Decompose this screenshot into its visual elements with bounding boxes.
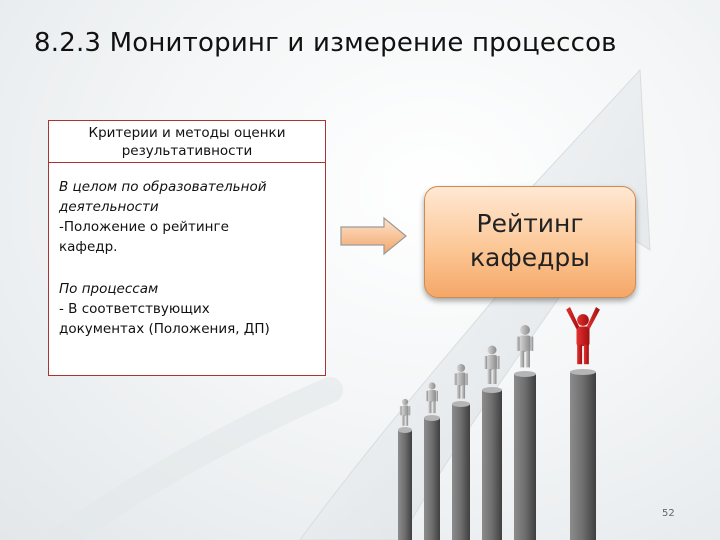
criteria-body: В целом по образовательной деятельности … <box>49 163 325 339</box>
podium-column <box>452 404 470 540</box>
podium-column <box>482 390 502 540</box>
podium-column <box>424 418 440 540</box>
rating-box: Рейтинг кафедры <box>424 186 636 298</box>
rating-line: Рейтинг <box>476 209 584 238</box>
criteria-box: Критерии и методы оценки результативност… <box>48 120 326 376</box>
ranking-podium-figures <box>398 307 600 540</box>
slide-title: 8.2.3 Мониторинг и измерение процессов <box>34 28 617 58</box>
person-figure <box>454 363 468 399</box>
section2-line: - В соответствующих <box>59 301 210 317</box>
person-figure <box>484 345 500 384</box>
page-number: 52 <box>662 508 675 519</box>
section1-line: -Положение о рейтинге <box>59 219 229 235</box>
podium-column <box>514 374 536 540</box>
rating-line: кафедры <box>469 243 591 272</box>
section2-line: документах (Положения, ДП) <box>59 321 270 337</box>
winner-figure <box>566 307 600 365</box>
section1-line: кафедр. <box>59 239 118 255</box>
criteria-header-line: Критерии и методы оценки <box>88 125 286 141</box>
right-arrow-icon <box>340 216 407 256</box>
person-figure <box>516 325 534 368</box>
criteria-header: Критерии и методы оценки результативност… <box>49 121 325 163</box>
podium-column <box>398 430 412 540</box>
criteria-header-line: результативности <box>121 143 253 159</box>
section1-line: деятельности <box>59 199 159 215</box>
podium-column <box>570 372 596 540</box>
section1-line: В целом по образовательной <box>59 179 267 195</box>
section2-heading: По процессам <box>59 281 159 297</box>
person-figure <box>426 382 438 414</box>
person-figure <box>399 398 411 426</box>
